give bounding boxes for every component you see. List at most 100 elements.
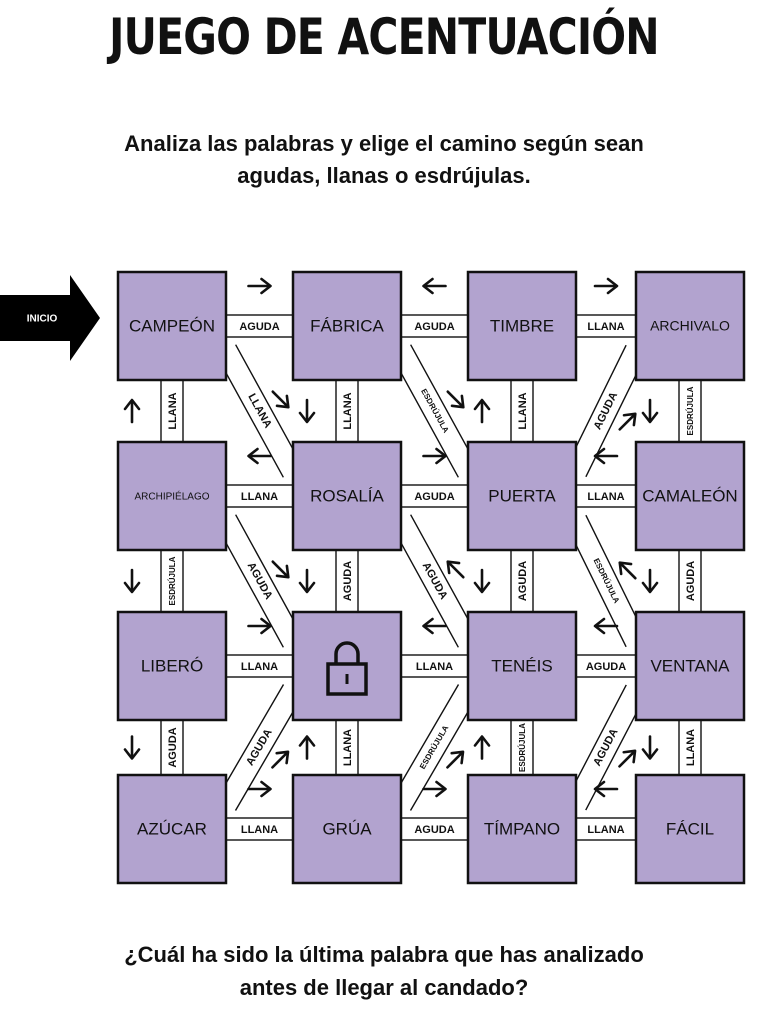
diagonal-path-label: AGUDA [244, 727, 275, 768]
arrow-icon [593, 780, 619, 798]
word-cell: PUERTA [466, 440, 578, 552]
arrow-icon [446, 560, 465, 579]
arrow-icon [641, 735, 659, 760]
vertical-path-label: LLANA [517, 392, 529, 429]
question-line-2: antes de llegar al candado? [239, 975, 529, 1000]
diagonal-path-label: AGUDA [592, 390, 621, 432]
vertical-path: LLANA [335, 379, 359, 443]
arrow-icon [641, 568, 659, 594]
arrow-icon [618, 561, 637, 580]
instructions-line-1: Analiza las palabras y elige el camino s… [124, 131, 644, 156]
maze-board: LLANA ESDRÚJULA AGUDA AGUDA AGUDA ESDRÚJULA AG… [0, 270, 746, 885]
horizontal-path: AGUDA [225, 314, 294, 338]
vertical-path-label: AGUDA [167, 727, 179, 767]
diagonal-path-label: AGUDA [245, 560, 275, 601]
horizontal-path-label: AGUDA [414, 321, 454, 333]
diagonal-path: ESDRÚJULA [390, 344, 479, 478]
word-cell: LIBERÓ [116, 610, 228, 722]
word-cell: GRÚA [291, 773, 403, 885]
vertical-path-label: LLANA [342, 729, 354, 766]
horizontal-path: LLANA [225, 654, 294, 678]
vertical-path: LLANA [678, 719, 702, 776]
lock-cell [291, 610, 403, 722]
horizontal-path-label: LLANA [587, 491, 624, 503]
vertical-path: AGUDA [335, 549, 359, 613]
horizontal-path-label: LLANA [587, 824, 624, 836]
arrow-icon [298, 568, 316, 594]
arrow-icon [247, 617, 272, 635]
arrow-icon [271, 750, 290, 769]
word-cell: ROSALÍA [291, 440, 403, 552]
arrow-icon [473, 398, 491, 424]
horizontal-path-label: LLANA [241, 661, 278, 673]
horizontal-path-label: LLANA [416, 661, 453, 673]
arrow-icon [593, 447, 619, 465]
arrow-icon [271, 390, 290, 409]
arrow-icon [593, 277, 619, 295]
arrow-icon [247, 277, 272, 295]
arrow-icon [247, 780, 272, 798]
horizontal-path-label: AGUDA [586, 661, 626, 673]
final-question: ¿Cuál ha sido la última palabra que has … [30, 938, 738, 1004]
diagonal-path-label: AGUDA [591, 727, 620, 768]
horizontal-path-label: LLANA [241, 824, 278, 836]
arrow-icon [298, 398, 316, 424]
word-label: FÁCIL [666, 819, 714, 838]
arrow-icon [473, 735, 491, 760]
vertical-path-label: ESDRÚJULA [686, 386, 695, 435]
diagonal-path: AGUDA [215, 684, 304, 811]
word-label: LIBERÓ [141, 656, 203, 675]
vertical-path-label: ESDRÚJULA [168, 556, 177, 605]
word-cell: ARCHIVALO [634, 270, 746, 382]
word-cell: TÍMPANO [466, 773, 578, 885]
arrow-icon [123, 735, 141, 760]
vertical-path: ESDRÚJULA [160, 549, 184, 613]
vertical-path-label: AGUDA [342, 561, 354, 601]
start-label: INICIO [27, 314, 58, 325]
arrow-icon [123, 398, 141, 424]
vertical-path: AGUDA [510, 549, 534, 613]
diagonal-path-label: AGUDA [420, 560, 450, 601]
word-label: CAMALEÓN [642, 486, 737, 505]
word-label: TENÉIS [491, 656, 552, 675]
arrow-icon [446, 750, 465, 769]
vertical-path-label: AGUDA [685, 561, 697, 601]
horizontal-path: AGUDA [400, 484, 469, 508]
arrow-icon [422, 277, 447, 295]
horizontal-path-label: AGUDA [414, 824, 454, 836]
word-label: TIMBRE [490, 316, 554, 335]
arrow-icon [641, 398, 659, 424]
word-label: TÍMPANO [484, 819, 560, 838]
lock-icon [326, 641, 368, 696]
vertical-path-label: AGUDA [517, 561, 529, 601]
word-cell: CAMALEÓN [634, 440, 746, 552]
horizontal-path: LLANA [575, 484, 637, 508]
word-cell: FÁBRICA [291, 270, 403, 382]
arrow-icon [422, 447, 447, 465]
vertical-path: LLANA [510, 379, 534, 443]
word-label: GRÚA [322, 819, 372, 838]
diagonal-path: AGUDA [215, 514, 304, 648]
vertical-path-label: LLANA [685, 729, 697, 766]
word-label: ARCHIVALO [650, 318, 730, 334]
question-line-1: ¿Cuál ha sido la última palabra que has … [124, 942, 644, 967]
vertical-path: LLANA [335, 719, 359, 776]
arrow-icon [618, 749, 637, 768]
vertical-path: ESDRÚJULA [510, 719, 534, 776]
diagonal-path: LLANA [215, 344, 304, 478]
horizontal-path: AGUDA [400, 314, 469, 338]
word-label: CAMPEÓN [129, 316, 215, 335]
word-cell: CAMPEÓN [116, 270, 228, 382]
arrow-icon [593, 617, 619, 635]
horizontal-path: AGUDA [400, 817, 469, 841]
word-cell: ARCHIPIÉLAGO [116, 440, 228, 552]
vertical-path-label: ESDRÚJULA [518, 723, 527, 772]
word-cell: VENTANA [634, 610, 746, 722]
word-label: FÁBRICA [310, 316, 384, 335]
arrow-icon [123, 568, 141, 594]
horizontal-path: LLANA [225, 484, 294, 508]
horizontal-path-label: AGUDA [239, 321, 279, 333]
instructions-line-2: agudas, llanas o esdrújulas. [237, 163, 531, 188]
horizontal-path-label: LLANA [241, 491, 278, 503]
vertical-path: LLANA [160, 379, 184, 443]
